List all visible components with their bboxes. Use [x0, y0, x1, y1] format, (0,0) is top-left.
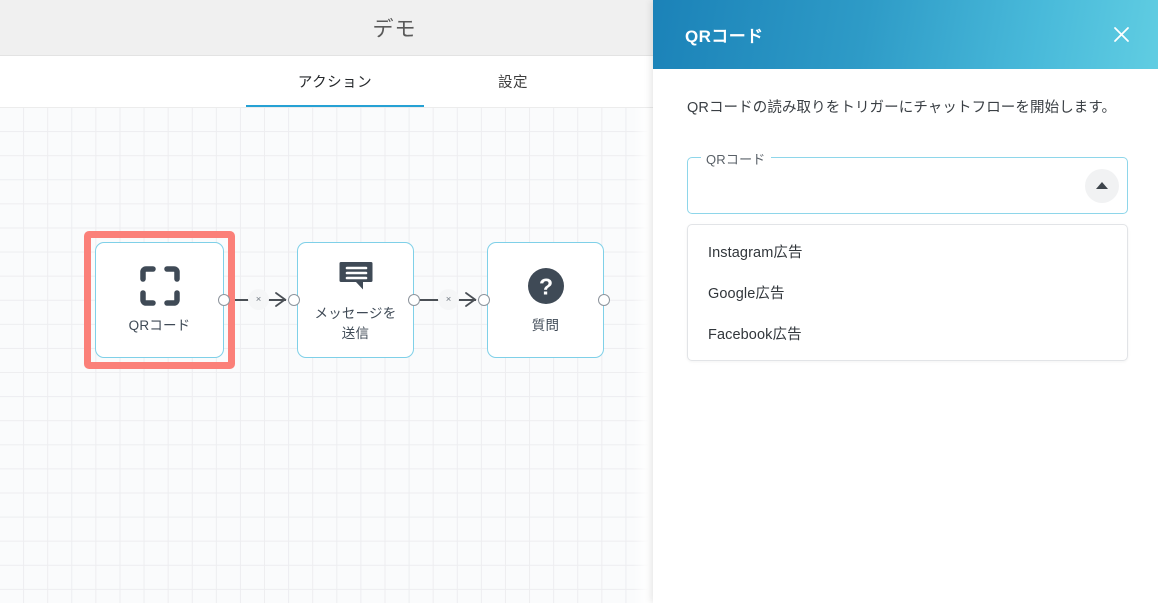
port-qr-output[interactable]	[218, 294, 230, 306]
qr-code-select-options: Instagram広告 Google広告 Facebook広告	[687, 224, 1128, 362]
qr-code-select-field: QRコード Instagram広告 Google広告 Facebook広告	[687, 149, 1128, 362]
edge-message-to-question-delete[interactable]: ×	[438, 289, 459, 310]
tab-settings[interactable]: 設定	[424, 56, 602, 107]
port-message-input[interactable]	[288, 294, 300, 306]
edge-message-to-question-arrow	[464, 291, 482, 313]
flow-node-send-message[interactable]: メッセージを 送信	[297, 242, 414, 358]
panel-header: QRコード	[653, 0, 1158, 69]
edge-qr-to-message-arrow	[274, 291, 292, 313]
caret-up-icon[interactable]	[1085, 168, 1119, 203]
edge-qr-to-message-delete[interactable]: ×	[248, 289, 269, 310]
flow-canvas[interactable]: QRコード ×	[0, 108, 653, 603]
chat-bubble-icon	[337, 257, 375, 295]
tab-actions-label: アクション	[297, 75, 373, 91]
qr-scan-icon	[139, 265, 181, 307]
tab-actions[interactable]: アクション	[246, 56, 424, 107]
app-header: デモ	[0, 0, 653, 56]
port-question-output[interactable]	[598, 294, 610, 306]
page-title: デモ	[372, 17, 417, 41]
flow-node-question-label: 質問	[531, 317, 560, 333]
tab-settings-label: 設定	[498, 75, 528, 91]
panel-description: QRコードの読み取りをトリガーにチャットフローを開始します。	[687, 100, 1117, 116]
edge-delete-label: ×	[255, 294, 262, 305]
option-instagram-ad[interactable]: Instagram広告	[708, 245, 803, 262]
qr-code-settings-panel: QRコード QRコードの読み取りをトリガーにチャットフローを開始します。 QRコ…	[653, 0, 1158, 603]
flow-node-qr-code-label: QRコード	[128, 317, 191, 333]
flow-node-question[interactable]: ? 質問	[487, 242, 604, 358]
flow-node-qr-code[interactable]: QRコード	[95, 242, 224, 358]
close-icon[interactable]	[1106, 20, 1136, 50]
question-mark-circle-icon: ?	[525, 265, 567, 307]
flow-node-send-message-label-line1: メッセージを	[314, 305, 397, 321]
svg-text:?: ?	[538, 273, 552, 299]
option-google-ad[interactable]: Google広告	[708, 286, 785, 303]
port-message-output[interactable]	[408, 294, 420, 306]
port-question-input[interactable]	[478, 294, 490, 306]
tab-bar: アクション 設定	[0, 56, 653, 108]
flow-node-send-message-label: メッセージを 送信	[315, 304, 397, 343]
flow-node-send-message-label-line2: 送信	[341, 325, 370, 341]
flow-editor: デモ アクション 設定	[0, 0, 653, 603]
qr-code-select-label: QRコード	[701, 149, 771, 169]
panel-title: QRコード	[685, 27, 764, 46]
option-facebook-ad[interactable]: Facebook広告	[708, 327, 802, 344]
qr-code-select[interactable]: QRコード	[687, 149, 1128, 215]
panel-body: QRコードの読み取りをトリガーにチャットフローを開始します。 QRコード Ins…	[653, 69, 1158, 603]
edge-delete-label: ×	[445, 294, 452, 305]
